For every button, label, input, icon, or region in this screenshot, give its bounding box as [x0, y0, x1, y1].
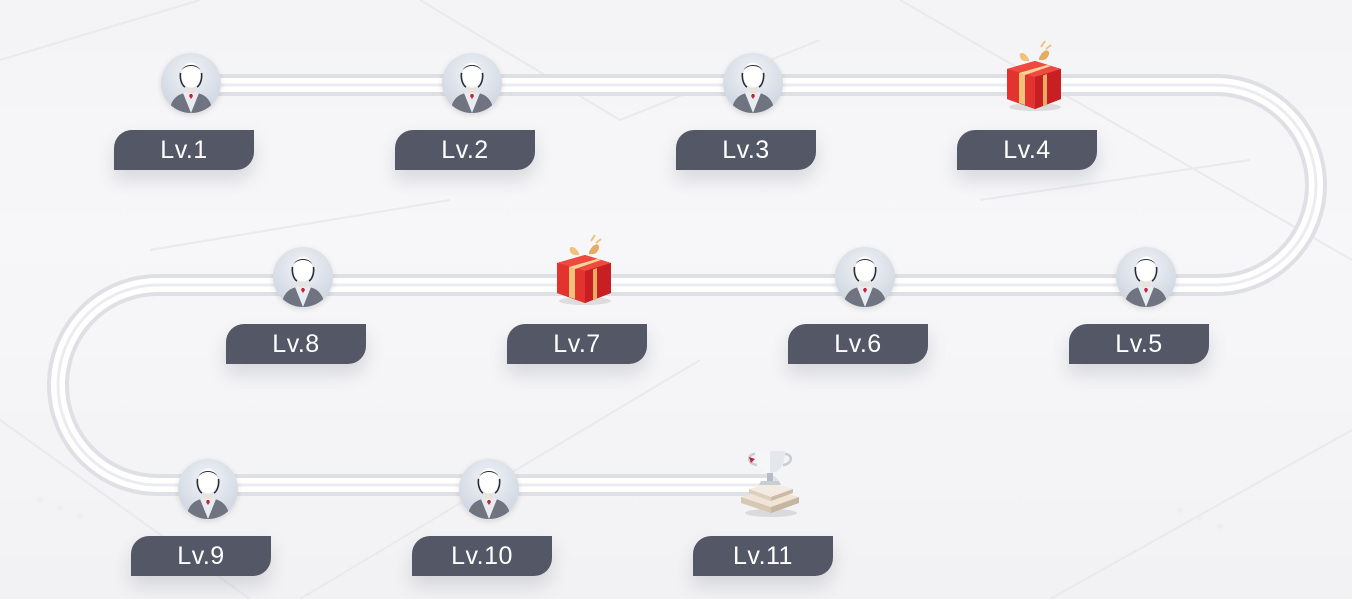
level-label: Lv.3	[676, 130, 816, 170]
level-label: Lv.2	[395, 130, 535, 170]
avatar-icon	[273, 247, 333, 307]
level-label: Lv.9	[131, 536, 271, 576]
trophy-icon	[735, 445, 805, 519]
avatar-icon	[442, 53, 502, 113]
gift-box-icon	[999, 39, 1069, 113]
level-label: Lv.1	[114, 130, 254, 170]
avatar-icon	[835, 247, 895, 307]
level-label: Lv.11	[693, 536, 833, 576]
level-label: Lv.7	[507, 324, 647, 364]
avatar-icon	[1116, 247, 1176, 307]
level-label: Lv.4	[957, 130, 1097, 170]
avatar-icon	[178, 459, 238, 519]
level-label: Lv.10	[412, 536, 552, 576]
level-label: Lv.8	[226, 324, 366, 364]
avatar-icon	[161, 53, 221, 113]
gift-box-icon	[549, 233, 619, 307]
avatar-icon	[459, 459, 519, 519]
level-label: Lv.5	[1069, 324, 1209, 364]
level-label: Lv.6	[788, 324, 928, 364]
avatar-icon	[723, 53, 783, 113]
